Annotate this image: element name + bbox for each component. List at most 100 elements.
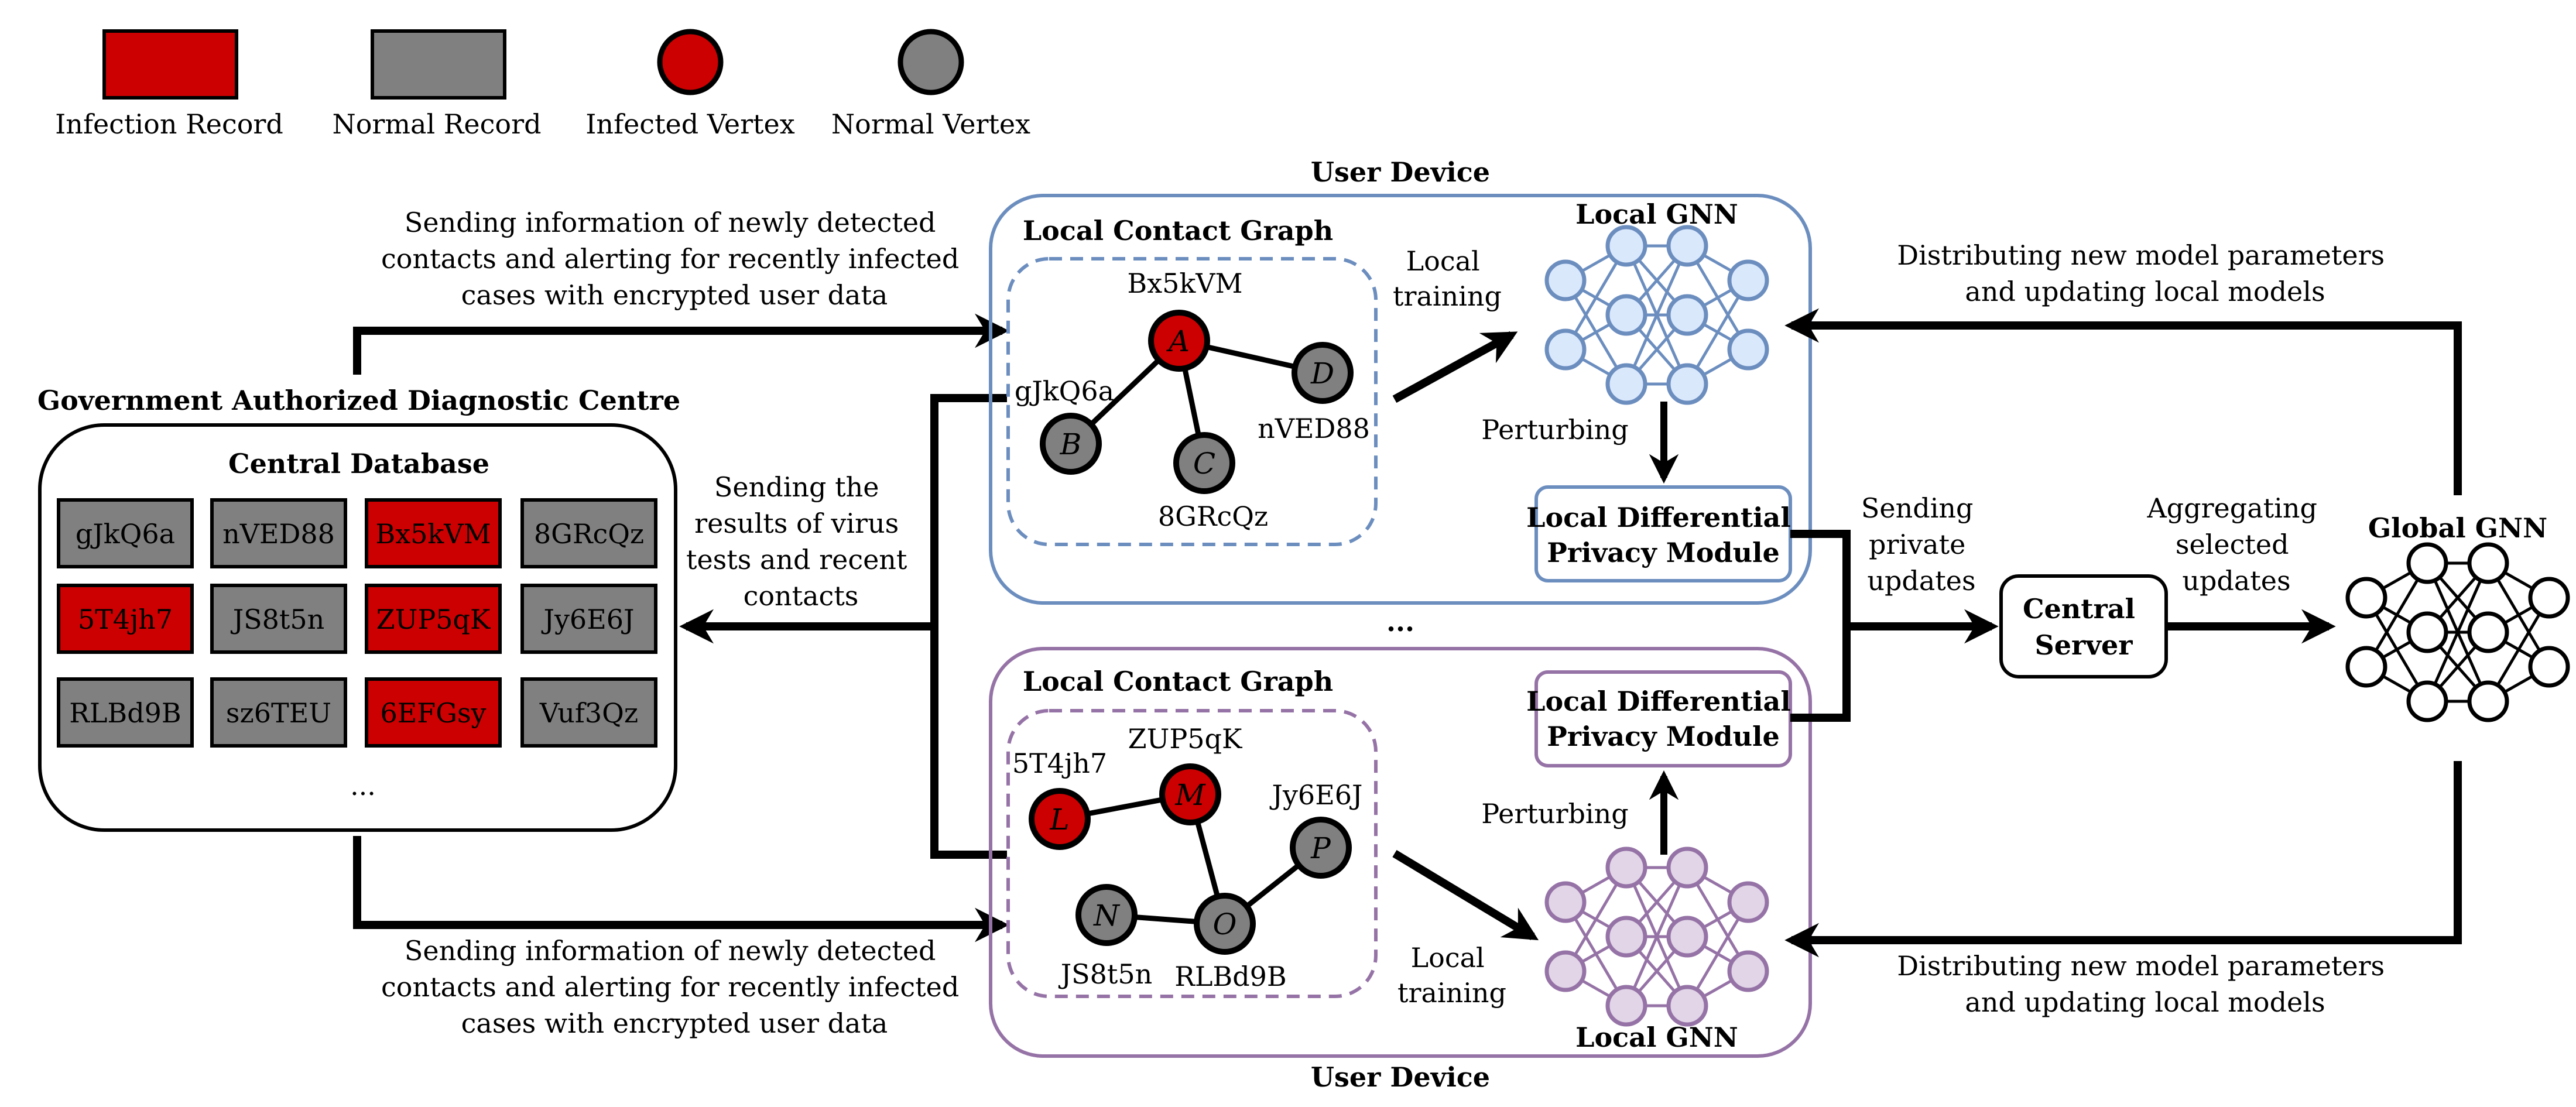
nn-neuron — [1727, 259, 1769, 301]
infection-record — [365, 498, 502, 568]
record-cell: RLBd9B — [57, 677, 194, 748]
record-id: JS8t5n — [231, 604, 325, 635]
normal-record — [57, 677, 194, 748]
local-gnn-bottom — [1544, 846, 1769, 1027]
legend: Infection Record Normal Record Infected … — [55, 29, 1030, 140]
label-distribute-top: Distributing new model parameters and up… — [1897, 239, 2393, 307]
record-cell: Vuf3Qz — [520, 677, 657, 748]
device-bottom-title: User Device — [1311, 1061, 1490, 1093]
label-private-updates: Sending private updates — [1861, 492, 1982, 597]
nn-neuron — [2467, 680, 2509, 722]
graph-vertex: P Jy6E6J — [1270, 779, 1363, 879]
nn-neuron — [1727, 881, 1769, 923]
nn-neuron — [1605, 916, 1647, 958]
record-cell: gJkQ6a — [57, 498, 194, 568]
vertex-letter: A — [1166, 324, 1190, 358]
arrow-top-graph-to-gnn — [1392, 331, 1518, 403]
vertex-letter: L — [1049, 803, 1069, 837]
legend-infection-record-label: Infection Record — [55, 108, 283, 140]
device-bottom-graph-frame — [1006, 709, 1378, 998]
legend-normal-vertex-label: Normal Vertex — [831, 108, 1030, 140]
infected-vertex — [1148, 310, 1210, 372]
device-bottom-perturbing-label: Perturbing — [1481, 798, 1628, 830]
device-top-ldp-label: Local Differential Privacy Module — [1526, 502, 1800, 568]
nn-neuron — [1666, 363, 1708, 405]
centre-connectors — [353, 313, 1009, 943]
server-connectors — [1784, 308, 2462, 958]
nn-neuron — [2528, 577, 2570, 619]
record-id: ZUP5qK — [376, 604, 491, 635]
device-top-graph-title: Local Contact Graph — [1023, 215, 1333, 246]
record-id: sz6TEU — [226, 697, 331, 729]
database-ellipsis: ... — [350, 770, 376, 801]
nn-neuron — [2345, 577, 2387, 619]
nn-neuron — [2467, 542, 2509, 584]
record-cell: Jy6E6J — [520, 584, 657, 654]
nn-neuron — [2406, 542, 2448, 584]
normal-vertex — [1040, 413, 1102, 475]
record-cell: nVED88 — [210, 498, 347, 568]
nn-neuron — [2528, 646, 2570, 688]
infected-vertex — [1029, 788, 1091, 850]
label-send-bottom: Sending information of newly detected co… — [381, 935, 968, 1039]
normal-record — [210, 498, 347, 568]
nn-neuron — [1666, 294, 1708, 336]
nn-neuron — [1544, 328, 1587, 371]
device-bottom-training-label: Local training — [1397, 942, 1506, 1009]
arrow-devices-to-centre — [686, 394, 1007, 859]
normal-record — [210, 677, 347, 748]
vertex-letter: P — [1310, 831, 1331, 865]
legend-infected-vertex-swatch — [657, 29, 724, 95]
record-id: 5T4jh7 — [78, 604, 173, 635]
global-gnn-title: Global GNN — [2368, 512, 2547, 544]
graph-vertex: A Bx5kVM — [1127, 268, 1243, 372]
normal-record — [210, 584, 347, 654]
vertex-id: JS8t5n — [1059, 958, 1153, 990]
device-top-frame — [989, 194, 1812, 605]
infection-record — [365, 677, 502, 748]
vertex-letter: D — [1310, 357, 1334, 390]
nn-neuron — [1727, 328, 1769, 371]
nn-connection — [1625, 245, 1689, 385]
vertex-id: Bx5kVM — [1127, 268, 1242, 299]
local-gnn-top — [1544, 225, 1769, 405]
device-bottom-ldp-label: Local Differential Privacy Module — [1526, 686, 1800, 752]
record-cell: 6EFGsy — [365, 677, 502, 748]
record-id: 8GRcQz — [534, 518, 644, 550]
normal-record — [57, 498, 194, 568]
device-bottom-graph-title: Local Contact Graph — [1023, 666, 1333, 697]
normal-record — [520, 584, 657, 654]
normal-vertex — [1173, 432, 1235, 494]
vertex-id: RLBd9B — [1174, 961, 1287, 992]
legend-normal-record-swatch — [371, 29, 506, 100]
record-cell: 5T4jh7 — [57, 584, 194, 654]
centre-title: Government Authorized Diagnostic Centre — [37, 385, 680, 416]
nn-neuron — [1666, 916, 1708, 958]
nn-neuron — [1727, 950, 1769, 992]
normal-record — [520, 677, 657, 748]
nn-neuron — [1605, 846, 1647, 889]
normal-record — [520, 498, 657, 568]
arrow-bottom-graph-to-gnn — [1392, 850, 1539, 941]
label-aggregating: Aggregating selected updates — [2146, 492, 2325, 597]
record-cell: sz6TEU — [210, 677, 347, 748]
legend-normal-vertex-swatch — [898, 29, 964, 95]
vertex-id: Jy6E6J — [1270, 779, 1363, 811]
record-id: RLBd9B — [69, 697, 181, 729]
user-device-top: User Device Local Contact Graph ABx5kVMB… — [989, 156, 1812, 605]
nn-neuron — [1544, 259, 1587, 301]
record-cell: ZUP5qK — [365, 584, 502, 654]
infected-vertex — [1159, 763, 1221, 825]
infection-record — [365, 584, 502, 654]
arrow-global-to-bottom-device — [1784, 761, 2462, 958]
nn-neuron — [1666, 985, 1708, 1027]
vertex-letter: M — [1174, 778, 1206, 812]
nn-neuron — [2406, 611, 2448, 653]
device-bottom-gnn-title: Local GNN — [1575, 1022, 1738, 1053]
